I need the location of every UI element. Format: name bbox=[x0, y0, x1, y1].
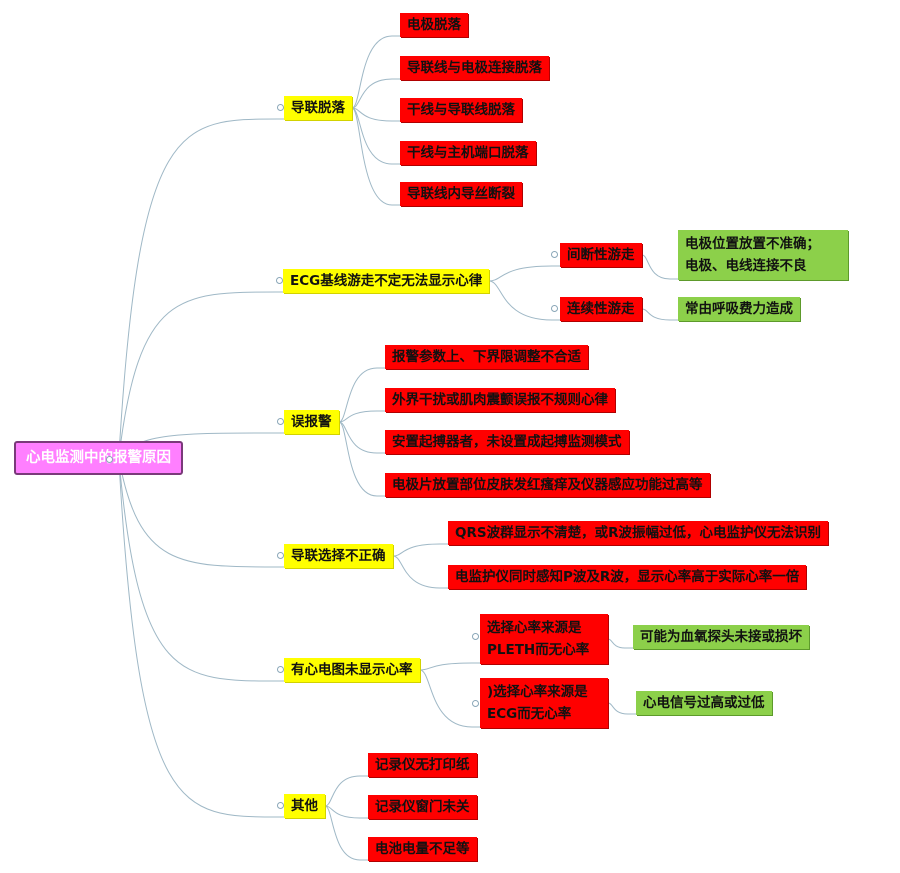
collapse-knob-no-hr[interactable] bbox=[277, 666, 284, 673]
connector-root-branch-other bbox=[118, 457, 325, 818]
collapse-knob-baseline[interactable] bbox=[276, 277, 283, 284]
leaf-false-alarm-2[interactable]: 外界干扰或肌肉震颤误报不规则心律 bbox=[385, 388, 615, 412]
connector-branch-lead-off-leaf-lead-off-5 bbox=[351, 107, 522, 206]
note-intermittent-wander-line-2: 电极、电线连接不良 bbox=[685, 258, 807, 274]
collapse-knob-intermittent[interactable] bbox=[551, 251, 558, 258]
connector-leaf-ecg-source-note-ecg-source bbox=[607, 702, 772, 715]
collapse-knob-other[interactable] bbox=[277, 802, 284, 809]
connector-branch-other-leaf-other-1 bbox=[324, 775, 477, 807]
leaf-intermittent-wander[interactable]: 间断性游走 bbox=[560, 243, 642, 267]
note-intermittent-wander[interactable]: 电极位置放置不准确； 电极、电线连接不良 bbox=[678, 230, 848, 280]
leaf-wrong-lead-2[interactable]: 电监护仪同时感知P波及R波，显示心率高于实际心率一倍 bbox=[448, 565, 807, 589]
connector-branch-other-leaf-other-2 bbox=[324, 805, 477, 819]
branch-lead-off[interactable]: 导联脱落 bbox=[284, 96, 352, 120]
collapse-knob-ecg[interactable] bbox=[472, 700, 479, 707]
leaf-other-3[interactable]: 电池电量不足等 bbox=[368, 837, 477, 861]
collapse-knob-pleth[interactable] bbox=[472, 633, 479, 640]
collapse-knob-root[interactable] bbox=[106, 456, 113, 463]
collapse-knob-continuous[interactable] bbox=[551, 305, 558, 312]
leaf-lead-off-4[interactable]: 干线与主机端口脱落 bbox=[400, 141, 536, 165]
connector-branch-lead-off-leaf-lead-off-3 bbox=[351, 107, 522, 122]
branch-false-alarm[interactable]: 误报警 bbox=[284, 410, 339, 434]
branch-no-heart-rate[interactable]: 有心电图未显示心率 bbox=[284, 658, 420, 682]
connector-branch-baseline-wander-leaf-intermittent-wander bbox=[488, 265, 642, 282]
connector-root-branch-baseline-wander bbox=[118, 291, 489, 459]
leaf-false-alarm-4[interactable]: 电极片放置部位皮肤发红瘙痒及仪器感应功能过高等 bbox=[385, 473, 710, 497]
leaf-false-alarm-3[interactable]: 安置起搏器者，未设置成起搏监测模式 bbox=[385, 430, 629, 454]
connector-root-branch-no-heart-rate bbox=[118, 457, 420, 682]
connector-branch-no-heart-rate-leaf-pleth-source bbox=[419, 662, 608, 671]
collapse-knob-wrong-lead[interactable] bbox=[277, 552, 284, 559]
leaf-ecg-source-line-2: ECG而无心率 bbox=[487, 706, 572, 722]
leaf-lead-off-5[interactable]: 导联线内导丝断裂 bbox=[400, 182, 522, 206]
leaf-ecg-source[interactable]: )选择心率来源是 ECG而无心率 bbox=[480, 678, 608, 728]
connector-leaf-intermittent-wander-note-intermittent-wander bbox=[641, 254, 848, 280]
leaf-pleth-source-line-2: PLETH而无心率 bbox=[487, 642, 590, 658]
collapse-knob-lead-off[interactable] bbox=[277, 104, 284, 111]
leaf-false-alarm-1[interactable]: 报警参数上、下界限调整不合适 bbox=[385, 345, 588, 369]
connector-branch-baseline-wander-leaf-continuous-wander bbox=[488, 280, 642, 321]
connector-branch-other-leaf-other-3 bbox=[324, 805, 477, 861]
branch-other[interactable]: 其他 bbox=[284, 794, 325, 818]
leaf-lead-off-3[interactable]: 干线与导联线脱落 bbox=[400, 98, 522, 122]
leaf-lead-off-2[interactable]: 导联线与电极连接脱落 bbox=[400, 56, 549, 80]
leaf-pleth-source[interactable]: 选择心率来源是 PLETH而无心率 bbox=[480, 614, 608, 664]
leaf-other-2[interactable]: 记录仪窗门未关 bbox=[368, 795, 477, 819]
leaf-wrong-lead-1[interactable]: QRS波群显示不清楚，或R波振幅过低，心电监护仪无法识别 bbox=[448, 521, 828, 545]
connector-branch-wrong-lead-leaf-wrong-lead-1 bbox=[392, 543, 828, 557]
connector-branch-lead-off-leaf-lead-off-1 bbox=[351, 35, 468, 109]
branch-baseline-wander[interactable]: ECG基线游走不定无法显示心律 bbox=[283, 269, 490, 293]
connector-root-branch-lead-off bbox=[118, 118, 352, 459]
leaf-lead-off-1[interactable]: 电极脱落 bbox=[400, 13, 468, 37]
connector-branch-no-heart-rate-leaf-ecg-source bbox=[419, 669, 608, 728]
root-node[interactable]: 心电监测中的报警原因 bbox=[14, 441, 183, 475]
branch-wrong-lead[interactable]: 导联选择不正确 bbox=[284, 544, 393, 568]
connector-branch-false-alarm-leaf-false-alarm-2 bbox=[338, 410, 615, 423]
leaf-ecg-source-line-1: )选择心率来源是 bbox=[487, 684, 588, 700]
note-continuous-wander[interactable]: 常由呼吸费力造成 bbox=[678, 297, 800, 321]
connector-leaf-continuous-wander-note-continuous-wander bbox=[641, 308, 800, 321]
note-ecg-source[interactable]: 心电信号过高或过低 bbox=[636, 691, 772, 715]
leaf-other-1[interactable]: 记录仪无打印纸 bbox=[368, 753, 477, 777]
connector-branch-false-alarm-leaf-false-alarm-1 bbox=[338, 367, 588, 423]
note-intermittent-wander-line-1: 电极位置放置不准确； bbox=[685, 236, 820, 252]
leaf-pleth-source-line-1: 选择心率来源是 bbox=[487, 620, 582, 636]
connector-leaf-pleth-source-note-pleth-source bbox=[607, 638, 809, 649]
connector-branch-wrong-lead-leaf-wrong-lead-2 bbox=[392, 555, 806, 589]
collapse-knob-false-alarm[interactable] bbox=[277, 418, 284, 425]
connector-branch-false-alarm-leaf-false-alarm-4 bbox=[338, 421, 710, 497]
connector-branch-lead-off-leaf-lead-off-2 bbox=[351, 78, 549, 109]
connector-branch-lead-off-leaf-lead-off-4 bbox=[351, 107, 536, 165]
leaf-continuous-wander[interactable]: 连续性游走 bbox=[560, 297, 642, 321]
connector-branch-false-alarm-leaf-false-alarm-3 bbox=[338, 421, 629, 454]
note-pleth-source[interactable]: 可能为血氧探头未接或损坏 bbox=[633, 625, 809, 649]
connector-root-branch-wrong-lead bbox=[118, 457, 393, 568]
